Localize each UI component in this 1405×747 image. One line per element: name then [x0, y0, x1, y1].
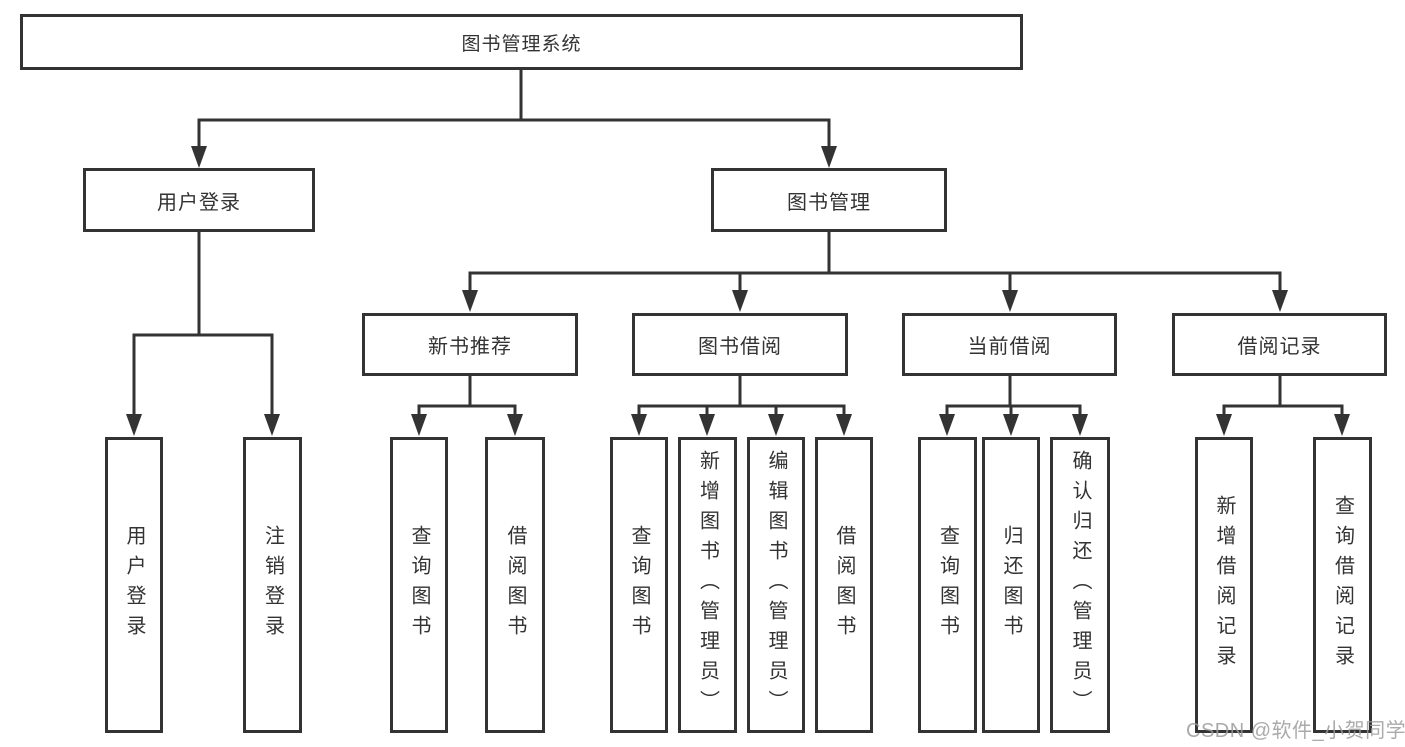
node-borrow-record: 借阅记录	[1172, 313, 1387, 376]
arrowhead	[126, 414, 142, 436]
arrowhead	[1216, 414, 1232, 436]
node-label: 图书管理	[787, 191, 871, 214]
leaf-query-book: 查询图书	[918, 437, 977, 733]
leaf-return-book: 归还图书	[982, 437, 1040, 733]
leaf-add-borrow-record: 新增借阅记录	[1195, 437, 1253, 733]
rail-book-mgmt-children	[468, 271, 1282, 291]
node-book-management: 图书管理	[711, 168, 947, 232]
leaf-query-book: 查询图书	[390, 437, 448, 733]
rail-new-book-children	[417, 404, 517, 415]
leaf-label: 借阅图书	[833, 525, 855, 645]
node-label: 新书推荐	[428, 336, 512, 358]
rail-user-login-children	[132, 333, 274, 415]
node-label: 用户登录	[157, 191, 241, 214]
leaf-borrow-book: 借阅图书	[815, 437, 873, 733]
leaf-label: 借阅图书	[504, 525, 526, 645]
node-label: 图书借阅	[698, 336, 782, 358]
node-label: 借阅记录	[1237, 336, 1322, 358]
leaf-label: 查询图书	[408, 525, 430, 645]
arrowhead	[732, 290, 748, 312]
node-label: 图书管理系统	[461, 33, 582, 55]
arrowhead	[1072, 414, 1088, 436]
arrowhead	[264, 414, 280, 436]
arrowhead	[631, 414, 647, 436]
leaf-logout: 注销登录	[243, 437, 302, 733]
leaf-label: 用户登录	[123, 525, 145, 645]
leaf-label: 注销登录	[261, 525, 284, 645]
arrowhead	[507, 414, 523, 436]
rail-current-borrow-children	[945, 404, 1082, 415]
leaf-label: 归还图书	[1000, 525, 1022, 645]
node-book-borrow: 图书借阅	[632, 313, 848, 376]
leaf-label: 查询借阅记录	[1331, 495, 1354, 675]
leaf-query-book: 查询图书	[610, 437, 668, 733]
arrowhead	[411, 414, 427, 436]
node-user-login: 用户登录	[83, 168, 315, 232]
node-label: 当前借阅	[967, 336, 1052, 358]
node-current-borrow: 当前借阅	[902, 313, 1117, 376]
leaf-label: 新增图书（管理员）	[696, 450, 719, 720]
arrowhead	[1334, 414, 1350, 436]
leaf-query-borrow-record: 查询借阅记录	[1313, 437, 1372, 733]
leaf-label: 查询图书	[936, 525, 959, 645]
leaf-label: 确认归还（管理员）	[1069, 450, 1091, 720]
rail-book-borrow-children	[637, 404, 846, 415]
arrowhead	[699, 414, 715, 436]
leaf-confirm-return-admin: 确认归还（管理员）	[1050, 437, 1110, 733]
leaf-add-book-admin: 新增图书（管理员）	[678, 437, 737, 733]
arrowhead	[462, 290, 478, 312]
leaf-user-login: 用户登录	[105, 437, 163, 733]
leaf-borrow-book: 借阅图书	[485, 437, 545, 733]
arrowhead	[1002, 290, 1018, 312]
arrowhead	[1272, 290, 1288, 312]
arrowhead	[191, 146, 207, 168]
csdn-watermark: CSDN @软件_小贺同学	[1186, 720, 1405, 742]
node-new-book-recommend: 新书推荐	[362, 313, 578, 376]
leaf-label: 新增借阅记录	[1213, 495, 1235, 675]
rail-borrow-record-children	[1222, 404, 1344, 415]
arrowhead	[836, 414, 852, 436]
node-library-management-system: 图书管理系统	[20, 14, 1023, 70]
leaf-label: 编辑图书（管理员）	[765, 450, 787, 720]
leaf-label: 查询图书	[628, 525, 650, 645]
rail-level2	[197, 118, 831, 147]
arrowhead	[939, 414, 955, 436]
arrowhead	[768, 414, 784, 436]
leaf-edit-book-admin: 编辑图书（管理员）	[747, 437, 805, 733]
arrowhead	[1003, 414, 1019, 436]
arrowhead	[821, 146, 837, 168]
